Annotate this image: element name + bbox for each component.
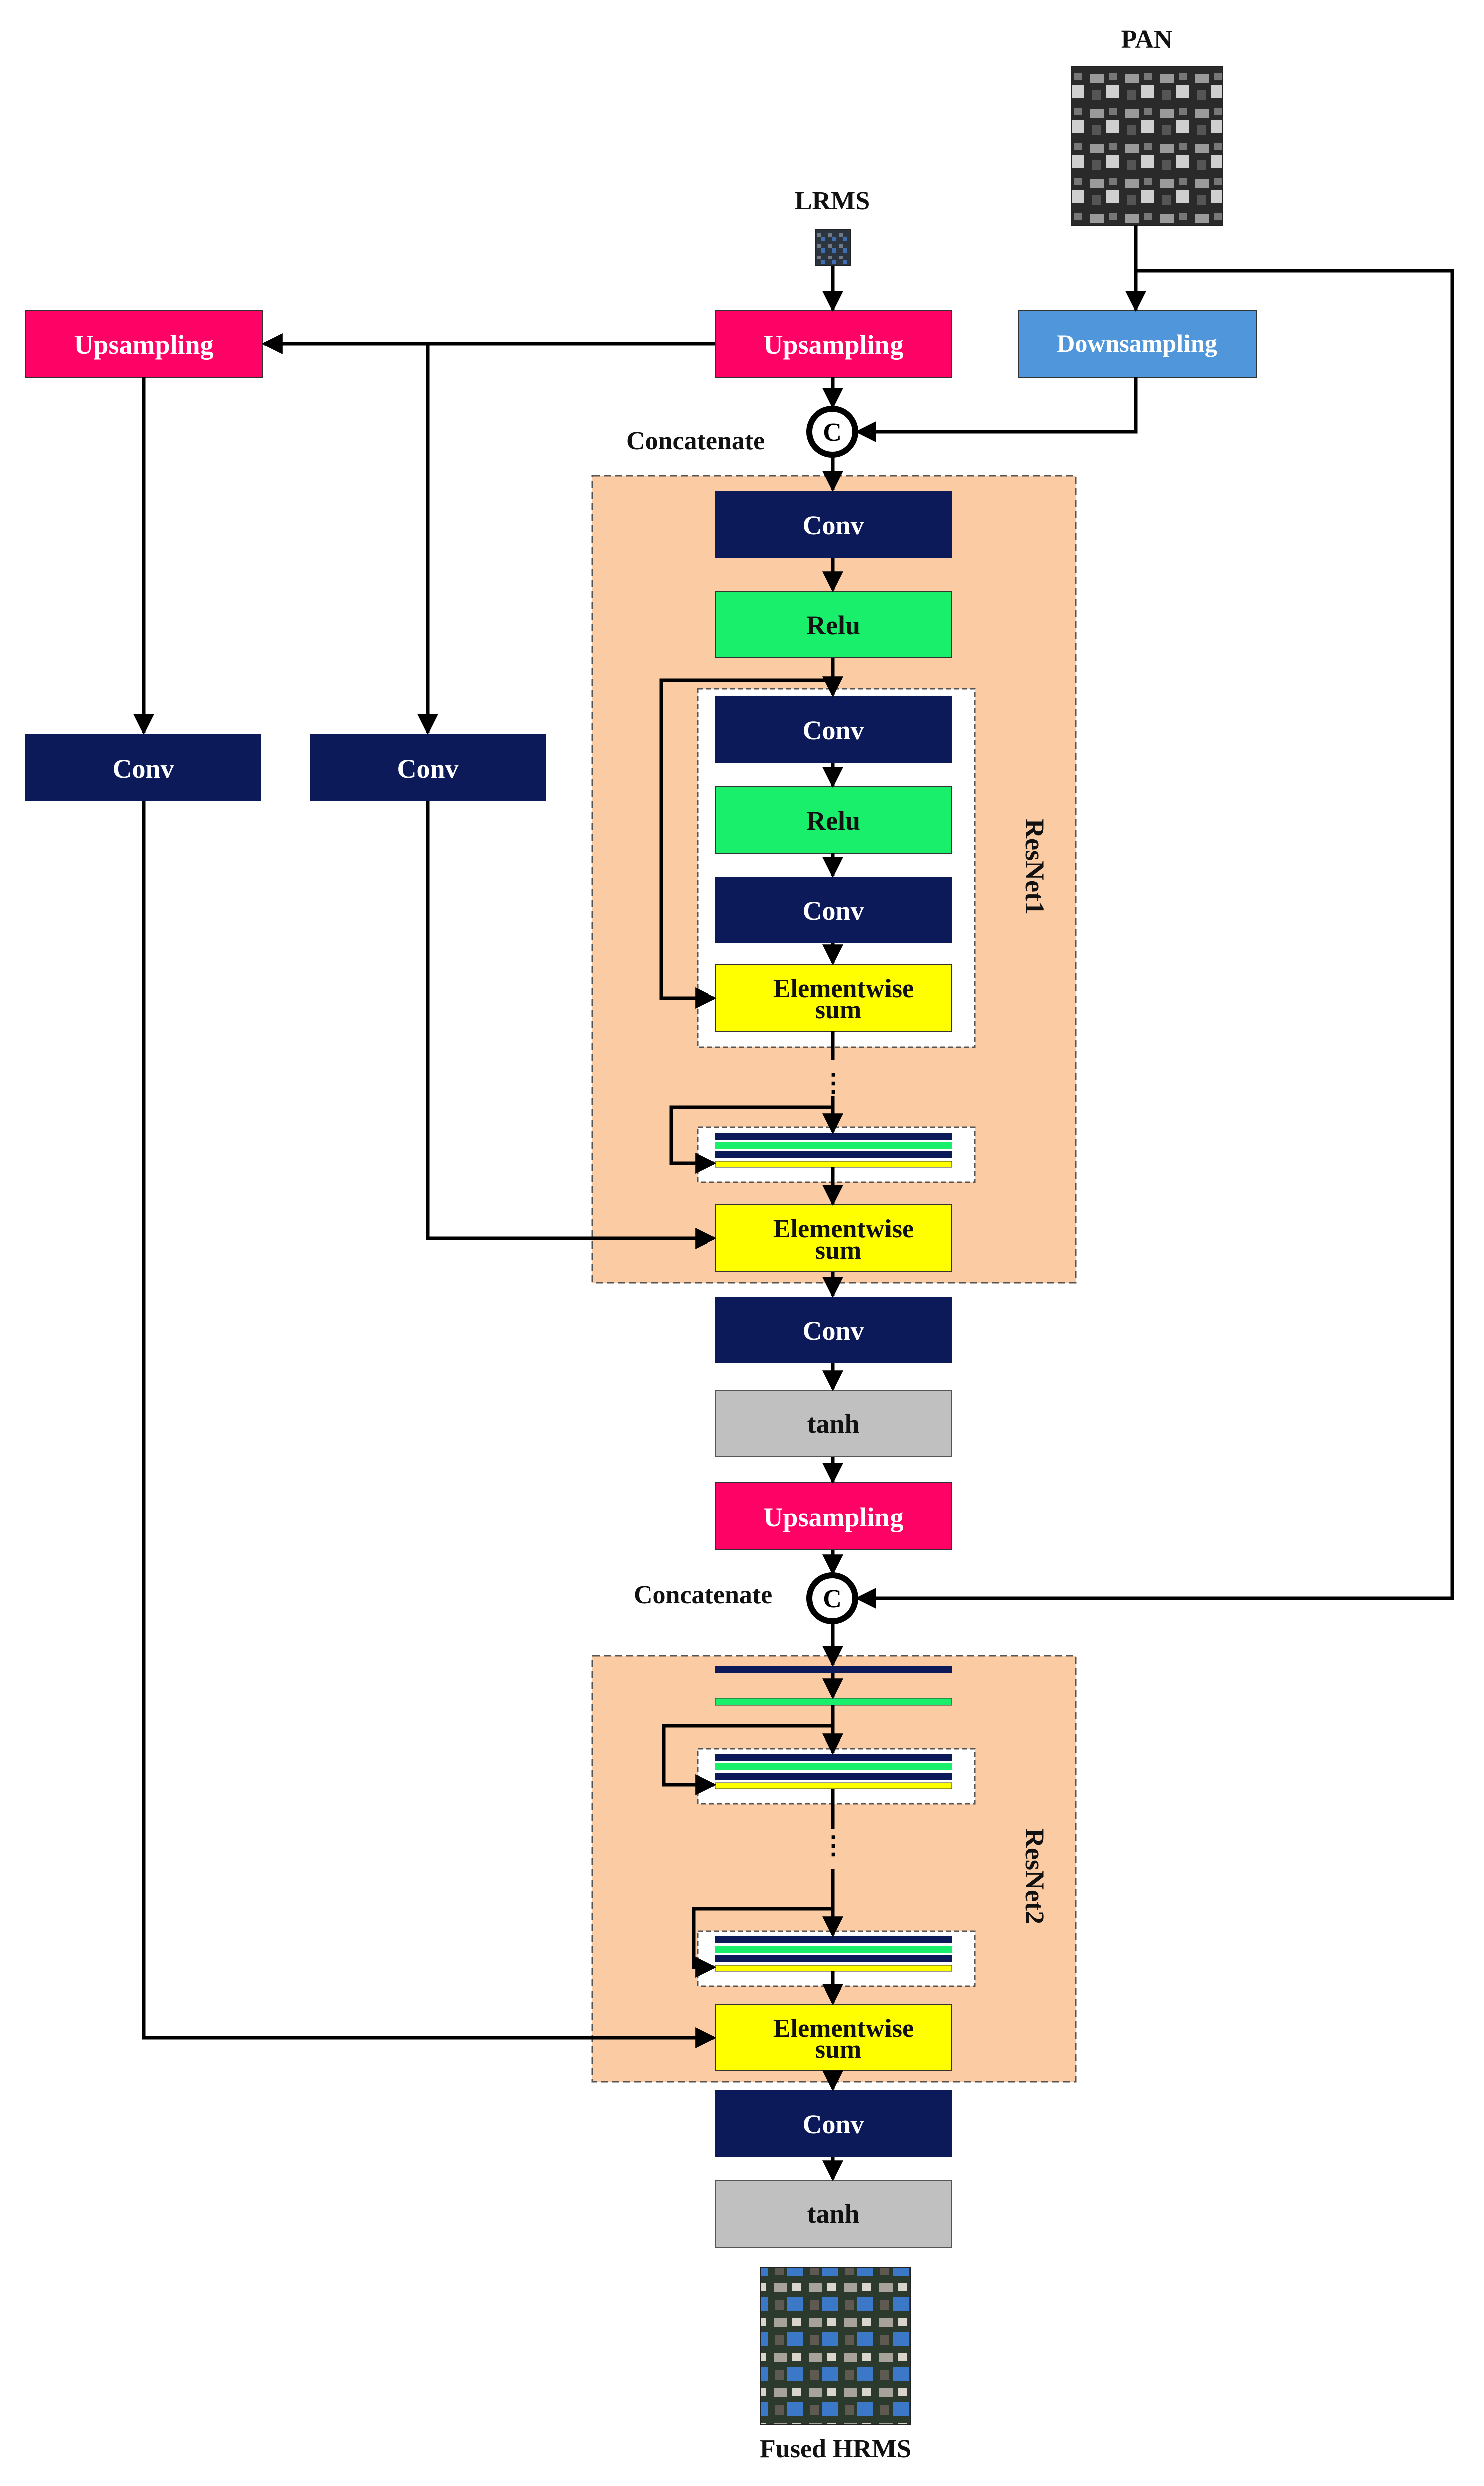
compact-resblock-bars-r1 xyxy=(715,1133,952,1168)
concat-symbol-1: C xyxy=(823,418,842,447)
svg-text:tanh: tanh xyxy=(807,2199,859,2229)
upsampling-after-r1: Upsampling xyxy=(715,1482,952,1550)
compact-resblock-bars-r2b xyxy=(715,1936,952,1972)
elementwise-sum-r1: Elementwise sum xyxy=(715,1204,952,1272)
svg-text:Conv: Conv xyxy=(397,754,458,784)
upsampling-main-block: Upsampling xyxy=(715,310,952,378)
conv-block-res-b: Conv xyxy=(715,877,952,943)
svg-text:Conv: Conv xyxy=(802,1316,864,1346)
resnet2-label: ResNet2 xyxy=(1020,1828,1050,1924)
svg-text:sum: sum xyxy=(815,996,861,1024)
concat-label-1: Concatenate xyxy=(626,427,765,455)
fused-hrms-image xyxy=(760,2267,911,2425)
concat-label-2: Concatenate xyxy=(634,1581,772,1609)
svg-text:tanh: tanh xyxy=(807,1409,859,1439)
svg-text:Upsampling: Upsampling xyxy=(763,330,903,360)
conv-block-r1-in: Conv xyxy=(715,491,952,558)
lrms-label: LRMS xyxy=(795,187,870,215)
ellipsis-r1: ⋮ xyxy=(821,1069,846,1097)
upsampling-left-block: Upsampling xyxy=(25,310,263,378)
relu-bar-r2-in xyxy=(715,1698,952,1706)
svg-text:Upsampling: Upsampling xyxy=(763,1502,903,1532)
svg-text:Elementwise: Elementwise xyxy=(773,974,914,1003)
svg-text:Conv: Conv xyxy=(802,715,864,745)
pan-image xyxy=(1071,66,1223,226)
conv-final: Conv xyxy=(715,2090,952,2157)
concat-symbol-2: C xyxy=(823,1585,842,1613)
elementwise-sum-r2: Elementwise sum xyxy=(715,2004,952,2071)
svg-text:sum: sum xyxy=(815,2035,861,2064)
compact-resblock-bars-r2a xyxy=(715,1754,952,1789)
conv-block-res-a: Conv xyxy=(715,696,952,763)
svg-text:Relu: Relu xyxy=(806,806,860,836)
conv-side-mid: Conv xyxy=(310,734,546,801)
downsampling-block: Downsampling xyxy=(1018,310,1257,378)
svg-text:Elementwise: Elementwise xyxy=(773,1215,914,1244)
relu-block-r1-in: Relu xyxy=(715,591,952,658)
conv-side-left: Conv xyxy=(25,734,261,801)
lrms-image xyxy=(815,229,851,266)
svg-text:Relu: Relu xyxy=(806,610,860,640)
svg-text:Conv: Conv xyxy=(802,2109,864,2139)
svg-text:Conv: Conv xyxy=(802,896,864,926)
fused-hrms-label: Fused HRMS xyxy=(760,2435,911,2463)
resnet1-label: ResNet1 xyxy=(1020,819,1050,915)
svg-text:Conv: Conv xyxy=(802,510,864,540)
tanh-after-r1: tanh xyxy=(715,1390,952,1457)
svg-text:sum: sum xyxy=(815,1236,861,1265)
svg-text:Elementwise: Elementwise xyxy=(773,2014,914,2043)
ellipsis-r2: ⋮ xyxy=(821,1831,846,1859)
conv-after-r1: Conv xyxy=(715,1297,952,1363)
svg-text:Conv: Conv xyxy=(112,754,174,784)
connectors xyxy=(133,225,1454,2182)
svg-text:Upsampling: Upsampling xyxy=(74,330,213,360)
svg-text:Downsampling: Downsampling xyxy=(1057,329,1217,357)
conv-bar-r2-in xyxy=(715,1666,952,1673)
tanh-final: tanh xyxy=(715,2180,952,2248)
relu-block-res: Relu xyxy=(715,786,952,854)
elementwise-sum-res: Elementwise sum xyxy=(715,964,952,1032)
pan-label: PAN xyxy=(1121,25,1172,54)
